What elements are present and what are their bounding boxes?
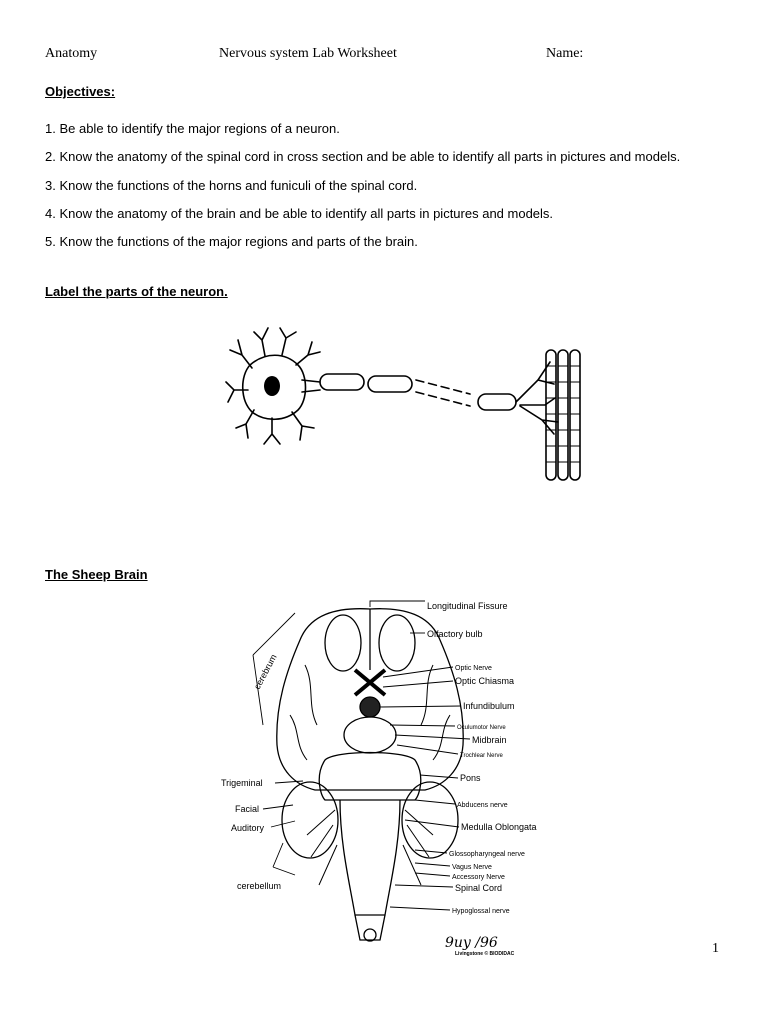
label-pons: Pons	[460, 773, 481, 783]
label-auditory: Auditory	[231, 823, 265, 833]
name-label: Name:	[546, 46, 584, 61]
page-number: 1	[712, 941, 719, 956]
medulla-oblongata	[339, 799, 401, 916]
label-trochlear-nerve: Trochlear Nerve	[460, 753, 503, 759]
label-abducens-nerve: Abducens nerve	[457, 802, 508, 809]
label-cerebrum: cerebrum	[252, 653, 279, 691]
label-oculomotor-nerve: Oculumotor Nerve	[457, 725, 506, 731]
neuron-dendrite	[235, 409, 255, 439]
neuron-dendrite	[295, 341, 321, 366]
label-facial: Facial	[235, 804, 259, 814]
label-optic-nerve: Optic Nerve	[455, 665, 492, 672]
myelin-sheath	[367, 375, 413, 393]
objectives-heading: Objectives:	[45, 84, 116, 99]
cerebellum-lobe	[281, 781, 339, 859]
label-olfactory-bulb: Olfactory bulb	[427, 629, 483, 639]
objective-item: 3. Know the functions of the horns and f…	[45, 177, 418, 193]
cerebellum-lobe	[401, 781, 459, 859]
neuron-diagram	[225, 327, 581, 481]
cerebrum-outline	[276, 608, 464, 791]
neuron-cell-body	[241, 354, 307, 421]
label-medulla-oblongata: Medulla Oblongata	[461, 822, 537, 832]
olfactory-bulb	[378, 614, 416, 672]
optic-chiasma	[353, 668, 387, 697]
objective-item: 1. Be able to identify the major regions…	[45, 121, 340, 136]
label-midbrain: Midbrain	[472, 735, 507, 745]
neuron-dendrite	[291, 411, 315, 441]
credit-text: Livingstone © BIODIDAC	[455, 950, 515, 957]
label-longitudinal-fissure: Longitudinal Fissure	[427, 601, 508, 611]
label-optic-chiasma: Optic Chiasma	[455, 676, 514, 686]
worksheet-title: Nervous system Lab Worksheet	[219, 46, 397, 61]
midbrain	[343, 716, 397, 754]
olfactory-bulb	[324, 614, 362, 672]
muscle-fibers	[545, 349, 581, 481]
page-header: Anatomy Nervous system Lab Worksheet Nam…	[0, 46, 768, 66]
objectives-list: 1. Be able to identify the major regions…	[45, 120, 680, 261]
neuron-heading: Label the parts of the neuron.	[45, 284, 228, 299]
label-glossopharyngeal-nerve: Glossopharyngeal nerve	[449, 851, 525, 858]
infundibulum	[359, 696, 381, 718]
course-name: Anatomy	[45, 46, 98, 61]
label-hypoglossal-nerve: Hypoglossal nerve	[452, 908, 510, 915]
label-spinal-cord: Spinal Cord	[455, 883, 502, 893]
objective-item: 2. Know the anatomy of the spinal cord i…	[45, 149, 681, 165]
neuron-dendrite	[253, 327, 269, 357]
neuron-dendrite	[279, 327, 297, 356]
neuron-dendrite	[263, 417, 281, 445]
neuron-dendrite	[225, 381, 249, 403]
objective-item: 4. Know the anatomy of the brain and be …	[45, 205, 554, 221]
sheep-brain-diagram: Longitudinal Fissure Olfactory bulb Opti…	[221, 600, 537, 957]
signature: 9uy /96	[445, 935, 498, 951]
spinal-cord	[354, 914, 386, 941]
objective-item: 5. Know the functions of the major regio…	[45, 234, 418, 250]
neuron-dendrite	[229, 339, 253, 369]
neuron-nucleus	[264, 376, 280, 396]
label-accessory-nerve: Accessory Nerve	[452, 874, 505, 881]
label-vagus-nerve: Vagus Nerve	[452, 864, 492, 871]
myelin-sheath	[319, 373, 365, 391]
myelin-sheath	[477, 393, 517, 411]
brain-heading: The Sheep Brain	[45, 567, 148, 582]
label-infundibulum: Infundibulum	[463, 701, 515, 711]
label-trigeminal: Trigeminal	[221, 778, 263, 788]
pons	[318, 751, 422, 801]
label-cerebellum: cerebellum	[237, 881, 281, 891]
